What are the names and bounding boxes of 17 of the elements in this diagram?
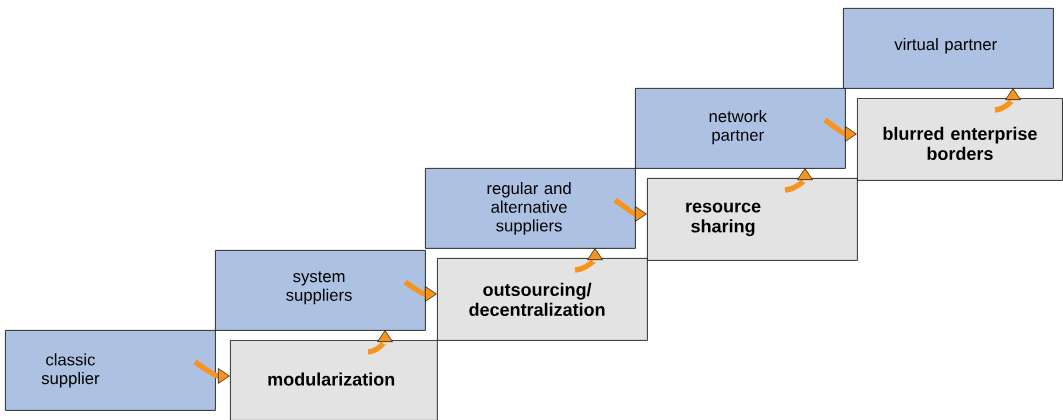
feature-box: resource sharing bbox=[647, 178, 858, 261]
stage-box: regular and alternative suppliers bbox=[425, 168, 636, 249]
curved-arrow bbox=[613, 197, 647, 222]
feature-box: outsourcing/ decentralization bbox=[437, 258, 648, 341]
stage-box: system suppliers bbox=[215, 250, 426, 331]
stage-box: virtual partner bbox=[843, 8, 1054, 89]
stage-box: classic supplier bbox=[5, 330, 216, 411]
feature-box: modularization bbox=[230, 340, 438, 420]
stage-box: network partner bbox=[635, 88, 846, 169]
curved-arrow bbox=[784, 168, 813, 193]
curved-arrow bbox=[403, 279, 437, 302]
curved-arrow bbox=[574, 248, 603, 273]
curved-arrow bbox=[367, 330, 393, 355]
curved-arrow bbox=[994, 88, 1021, 113]
curved-arrow bbox=[193, 359, 230, 384]
feature-box: blurred enterprise borders bbox=[857, 98, 1063, 181]
curved-arrow bbox=[823, 117, 857, 142]
